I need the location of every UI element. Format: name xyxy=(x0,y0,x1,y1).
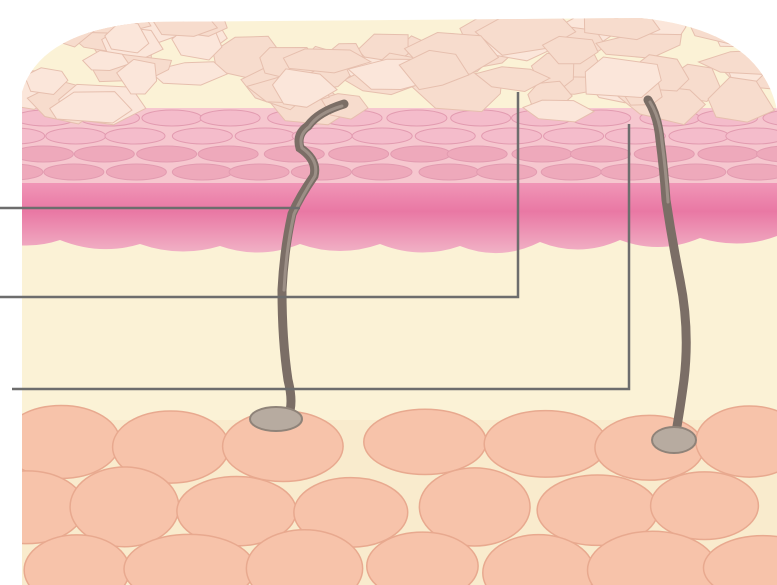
epidermis-cell xyxy=(698,146,758,162)
epidermis-cell xyxy=(137,146,197,162)
fat-cell xyxy=(2,405,120,478)
epidermis-cell xyxy=(229,164,289,180)
epidermis-cell xyxy=(544,128,604,144)
corneum-flake xyxy=(584,6,659,40)
epidermis-cell xyxy=(13,146,73,162)
fat-cell xyxy=(364,409,486,474)
epidermis-cell xyxy=(726,128,777,144)
epidermis-cell xyxy=(172,128,232,144)
epidermis-cell xyxy=(541,164,601,180)
epidermis-cell xyxy=(387,110,447,126)
epidermis-cell xyxy=(601,164,661,180)
hair-follicle-right xyxy=(652,427,696,453)
epidermis-cell xyxy=(235,128,295,144)
epidermis-cell xyxy=(46,128,106,144)
epidermis-cell xyxy=(451,110,511,126)
epidermis-cell xyxy=(0,146,17,162)
epidermis-cell xyxy=(200,110,260,126)
epidermis-cell xyxy=(106,164,166,180)
epidermis-cell xyxy=(172,164,232,180)
epidermis-cell xyxy=(482,128,542,144)
fat-cell xyxy=(484,411,607,478)
epidermis-cell xyxy=(415,128,475,144)
epidermis-cell xyxy=(44,164,104,180)
epidermis-cell xyxy=(142,110,202,126)
epidermis-cell xyxy=(391,146,451,162)
epidermis-cell xyxy=(512,146,572,162)
fat-cell xyxy=(651,472,759,540)
epidermis-cell xyxy=(352,128,412,144)
epidermis-cell xyxy=(419,164,479,180)
epidermis-cell xyxy=(570,146,630,162)
epidermis-cell xyxy=(447,146,507,162)
epidermis-cell xyxy=(105,128,165,144)
corneum-flake xyxy=(714,23,777,47)
epidermis-cell xyxy=(727,164,777,180)
hair-follicle-left xyxy=(250,407,302,431)
epidermis-cell xyxy=(74,146,134,162)
epidermis-cell xyxy=(329,146,389,162)
epidermis-cell xyxy=(477,164,537,180)
epidermis-cell xyxy=(352,164,412,180)
epidermis-cell xyxy=(198,146,258,162)
epidermis-cell xyxy=(0,110,12,126)
epidermis-cell xyxy=(666,164,726,180)
epidermis-cell xyxy=(669,128,729,144)
epidermis-cell xyxy=(291,164,351,180)
